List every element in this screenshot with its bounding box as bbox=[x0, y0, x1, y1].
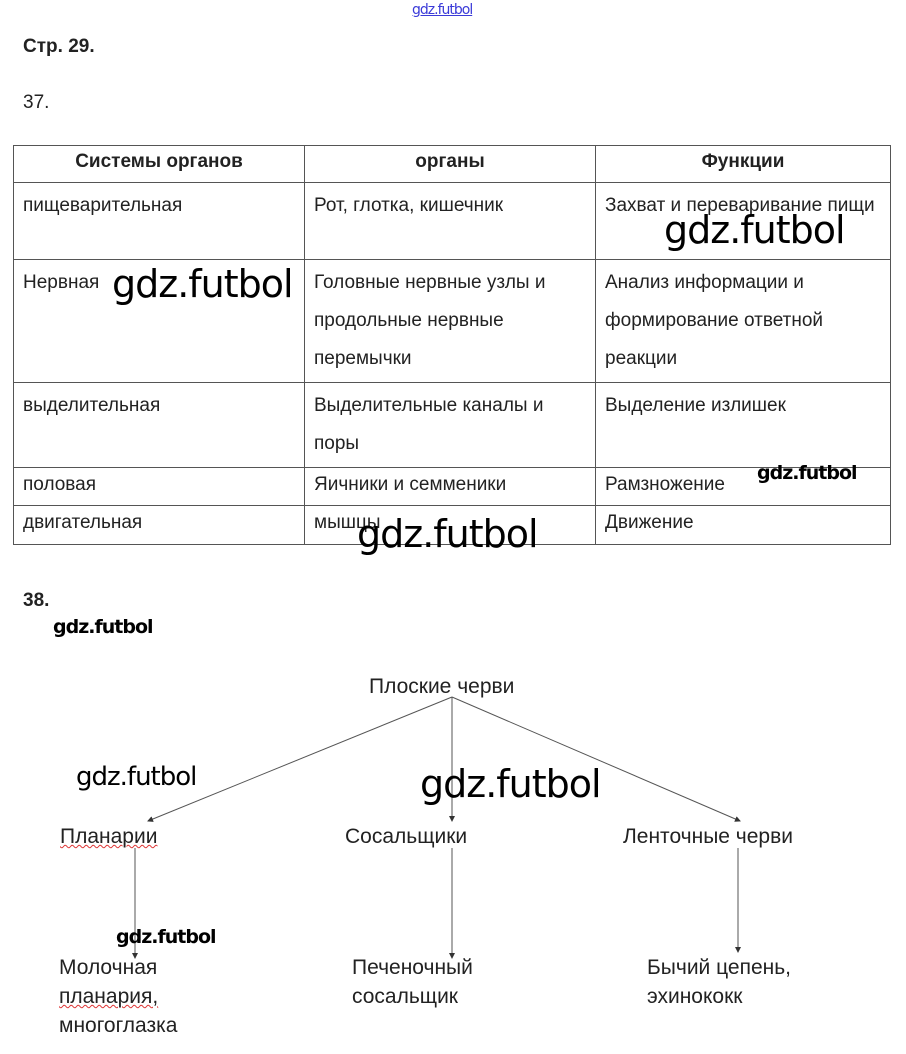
example-planarii: Молочная планария, многоглазка bbox=[59, 953, 177, 1040]
example-sosalshchiki: Печеночный сосальщик bbox=[352, 953, 473, 1011]
cell-system: Нервная bbox=[13, 259, 305, 383]
example-line: многоглазка bbox=[59, 1014, 178, 1037]
table-row: Нервная Головные нервные узлы и продольн… bbox=[13, 259, 891, 383]
cell-system: выделительная bbox=[13, 382, 305, 468]
table-row: пищеварительная Рот, глотка, кишечник За… bbox=[13, 182, 891, 260]
table-header-row: Системы органов органы Функции bbox=[13, 145, 891, 183]
watermark: gdz.futbol bbox=[112, 262, 294, 306]
cell-system: двигательная bbox=[13, 505, 305, 545]
example-line: Молочная bbox=[59, 956, 158, 979]
header-functions: Функции bbox=[595, 145, 891, 183]
cell-function: Захват и переваривание пищи bbox=[595, 182, 891, 260]
cell-organs: Рот, глотка, кишечник bbox=[304, 182, 596, 260]
tree-child-lentochnye: Ленточные черви bbox=[623, 825, 793, 848]
watermark-top[interactable]: gdz.futbol bbox=[412, 2, 473, 18]
watermark: gdz.futbol bbox=[357, 512, 539, 556]
tree-child-sosalshchiki: Сосальщики bbox=[345, 825, 468, 848]
cell-system: половая bbox=[13, 467, 305, 506]
cell-organs: Головные нервные узлы и продольные нервн… bbox=[304, 259, 596, 383]
cell-system: пищеварительная bbox=[13, 182, 305, 260]
watermark: gdz.futbol bbox=[757, 462, 858, 484]
example-line: Печеночный bbox=[352, 956, 473, 979]
cell-function: Движение bbox=[595, 505, 891, 545]
watermark: gdz.futbol bbox=[664, 208, 846, 252]
task-38-number: 38. bbox=[23, 590, 50, 611]
header-organs: органы bbox=[304, 145, 596, 183]
table-row: двигательная мышцы Движение bbox=[13, 505, 891, 545]
example-line: Бычий цепень, bbox=[647, 956, 792, 979]
watermark: gdz.futbol bbox=[53, 616, 154, 638]
tree-root: Плоские черви bbox=[369, 675, 515, 698]
watermark: gdz.futbol bbox=[76, 762, 197, 792]
arrow-to-lentochnye bbox=[451, 696, 741, 822]
arrow-to-planarii bbox=[147, 696, 453, 822]
page-label: Стр. 29. bbox=[23, 36, 95, 57]
table-row: половая Яичники и семменики Рамзножение bbox=[13, 467, 891, 506]
example-line: сосальщик bbox=[352, 985, 458, 1008]
watermark: gdz.futbol bbox=[116, 926, 217, 948]
cell-organs: мышцы bbox=[304, 505, 596, 545]
organ-systems-table: Системы органов органы Функции пищеварит… bbox=[13, 145, 891, 545]
header-systems: Системы органов bbox=[13, 145, 305, 183]
example-line: эхинококк bbox=[647, 985, 743, 1008]
cell-function: Анализ информации и формирование ответно… bbox=[595, 259, 891, 383]
example-line: планария, bbox=[59, 985, 159, 1008]
cell-function: Выделение излишек bbox=[595, 382, 891, 468]
watermark: gdz.futbol bbox=[420, 762, 602, 806]
tree-child-planarii: Планарии bbox=[60, 825, 158, 848]
table-row: выделительная Выделительные каналы и пор… bbox=[13, 382, 891, 468]
example-lentochnye: Бычий цепень, эхинококк bbox=[647, 953, 791, 1011]
task-37-number: 37. bbox=[23, 92, 50, 113]
